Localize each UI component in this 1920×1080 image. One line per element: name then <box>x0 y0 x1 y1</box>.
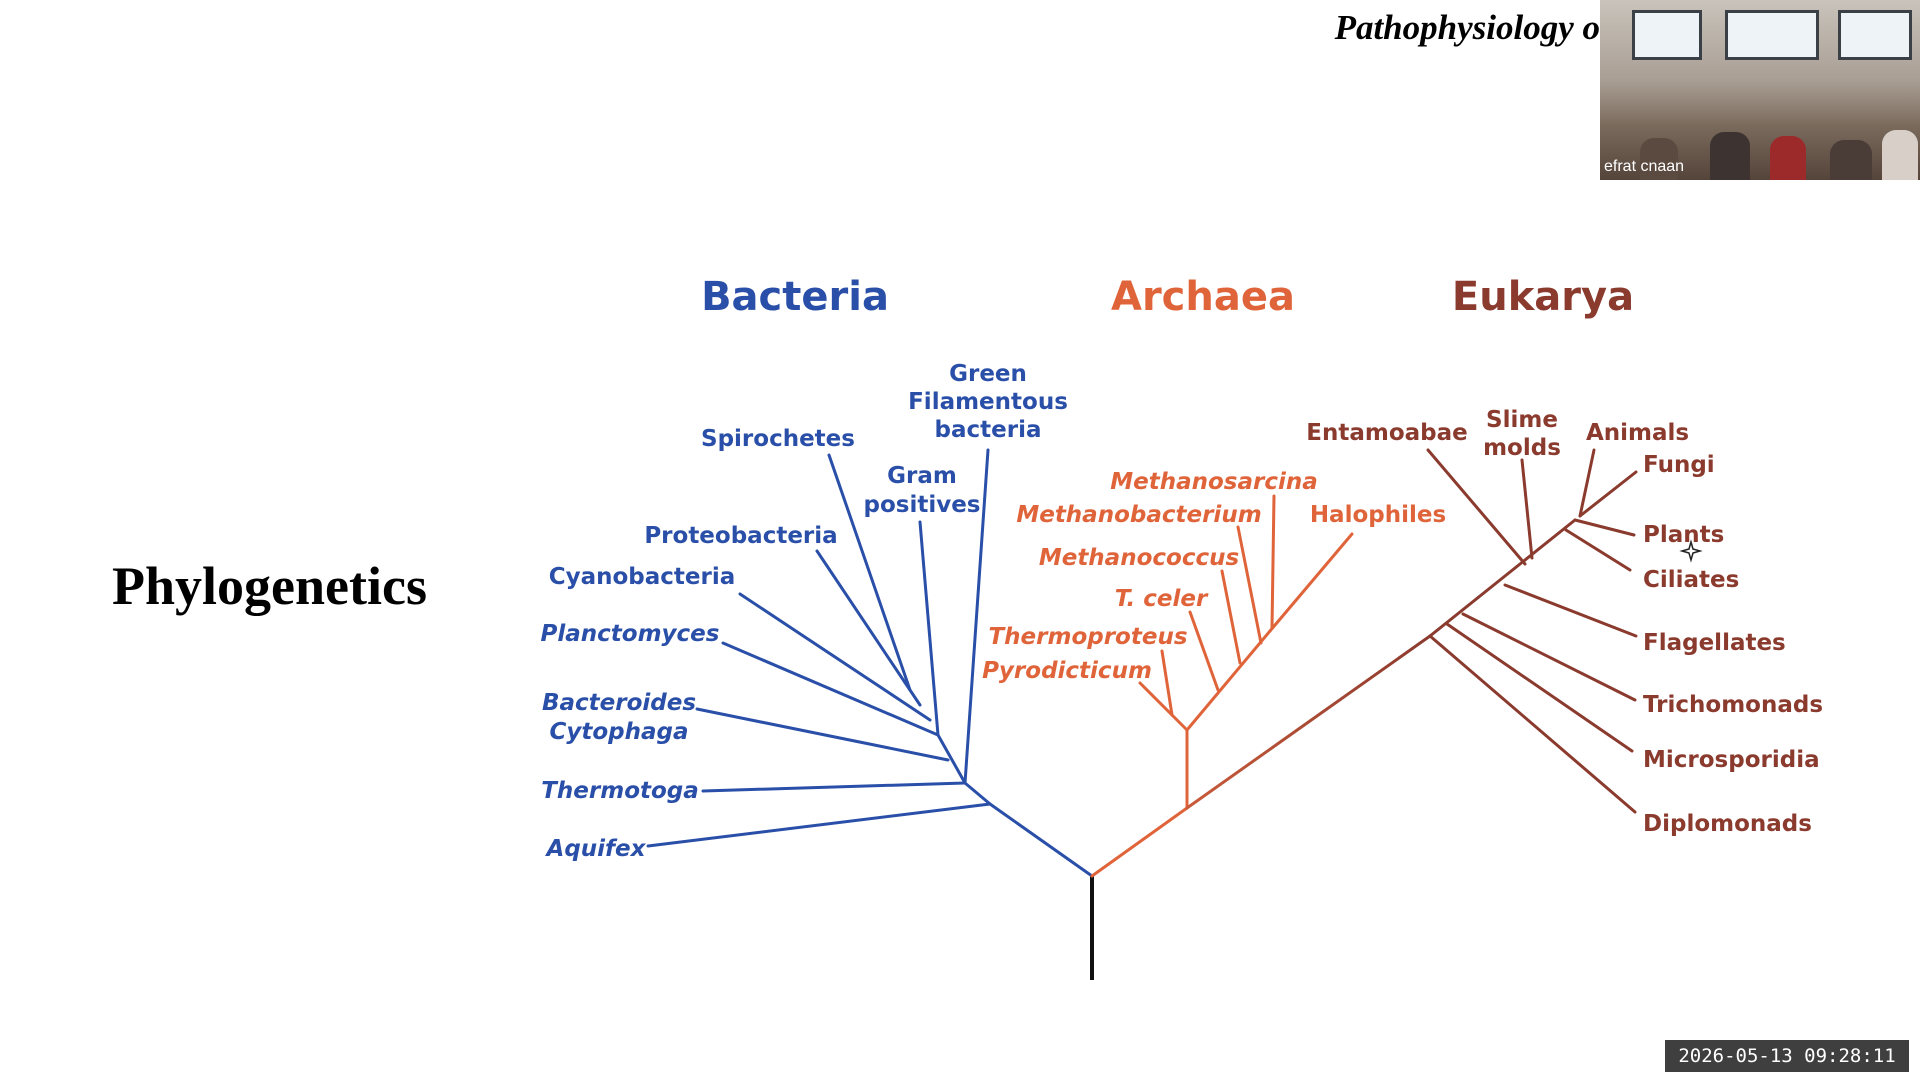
classroom-screen-right <box>1838 10 1912 60</box>
branch-pyrodicticum <box>1138 681 1189 732</box>
label-slime-2: molds <box>1483 435 1561 461</box>
participant-video[interactable]: efrat cnaan <box>1600 0 1920 180</box>
branch-entamoebae <box>1426 448 1527 566</box>
branch-spirochetes <box>827 453 912 692</box>
label-bacteroides-2: Cytophaga <box>549 719 688 745</box>
label-green-2: Filamentous <box>908 389 1068 415</box>
branch-green-filamentous <box>963 448 990 785</box>
domain-bacteria: Bacteria <box>701 274 889 320</box>
label-aquifex: Aquifex <box>545 836 647 862</box>
label-gram-1: Gram <box>887 463 957 489</box>
branch-flagellates <box>1503 583 1638 638</box>
label-thermoproteus: Thermoproteus <box>988 624 1187 650</box>
slide-title: Phylogenetics <box>112 556 427 616</box>
label-slime-1: Slime <box>1486 407 1558 433</box>
label-pyrodicticum: Pyrodicticum <box>982 658 1152 684</box>
branch-bacteria-inner <box>963 781 992 806</box>
label-animals: Animals <box>1586 420 1689 446</box>
label-halophiles: Halophiles <box>1310 502 1446 528</box>
branch-archaea-upper <box>1185 629 1272 732</box>
branch-aquifex <box>646 802 992 848</box>
label-diplomonads: Diplomonads <box>1643 811 1812 837</box>
branch-halophiles <box>1268 532 1354 633</box>
audience-person <box>1770 136 1806 180</box>
label-green-3: bacteria <box>935 417 1042 443</box>
branch-bacteroides <box>695 707 950 762</box>
classroom-screen-left <box>1632 10 1702 60</box>
label-methanobacterium: Methanobacterium <box>1016 502 1261 528</box>
branch-eukarya-main <box>1185 634 1432 810</box>
branch-animals <box>1578 448 1596 518</box>
branch-bacteria-main <box>988 802 1094 878</box>
audience-person <box>1882 130 1918 180</box>
branch-bacteria-upper <box>936 733 967 785</box>
branch-methanosarcina <box>1270 494 1276 630</box>
branch-methanobacterium <box>1236 525 1263 645</box>
label-microsporidia: Microsporidia <box>1643 747 1820 773</box>
audience-person <box>1640 138 1678 180</box>
label-thermotoga: Thermotoga <box>541 778 699 804</box>
branch-tceler <box>1188 610 1220 692</box>
label-planctomyces: Planctomyces <box>541 621 720 647</box>
label-methanococcus: Methanococcus <box>1039 545 1239 571</box>
branch-trichomonads <box>1461 612 1637 702</box>
label-trichomonads: Trichomonads <box>1643 692 1823 718</box>
label-proteobacteria: Proteobacteria <box>644 523 837 549</box>
label-spirochetes: Spirochetes <box>701 426 855 452</box>
branch-diplomonads <box>1428 634 1637 814</box>
branch-cyanobacteria <box>738 592 932 722</box>
branch-thermotoga <box>701 781 967 793</box>
branch-eukarya-upper <box>1428 518 1577 638</box>
label-cyanobacteria: Cyanobacteria <box>549 564 736 590</box>
audience-person <box>1830 140 1872 180</box>
label-tceler: T. celer <box>1115 586 1209 612</box>
cursor-icon <box>1679 539 1703 563</box>
branch-planctomyces <box>721 641 940 737</box>
label-ciliates: Ciliates <box>1643 567 1739 593</box>
audience-person <box>1710 132 1750 180</box>
label-methanosarcina: Methanosarcina <box>1110 469 1318 495</box>
label-gram-2: positives <box>864 492 981 518</box>
classroom-screen-center <box>1725 10 1819 60</box>
branch-proteobacteria <box>815 549 922 707</box>
domain-archaea: Archaea <box>1111 274 1295 320</box>
course-title: Pathophysiology o <box>1334 8 1600 47</box>
branch-plants <box>1573 518 1636 537</box>
branch-gram-positives <box>918 520 940 737</box>
branch-slime-molds <box>1520 458 1534 560</box>
label-fungi: Fungi <box>1643 452 1715 478</box>
timestamp: 2026-05-13 09:28:11 <box>1665 1040 1909 1072</box>
branch-archaea-main <box>1090 806 1189 878</box>
branch-methanococcus <box>1220 569 1242 665</box>
label-plants: Plants <box>1643 522 1724 548</box>
participant-name: efrat cnaan <box>1604 158 1685 175</box>
label-bacteroides-1: Bacteroides <box>542 690 696 716</box>
label-flagellates: Flagellates <box>1643 630 1786 656</box>
branch-thermoproteus <box>1160 649 1174 717</box>
branch-microsporidia <box>1445 622 1634 753</box>
branch-ciliates <box>1564 528 1632 572</box>
domain-eukarya: Eukarya <box>1452 274 1634 320</box>
label-entamoebae: Entamoabae <box>1306 420 1467 446</box>
label-green-1: Green <box>949 361 1027 387</box>
branch-fungi <box>1578 470 1638 518</box>
